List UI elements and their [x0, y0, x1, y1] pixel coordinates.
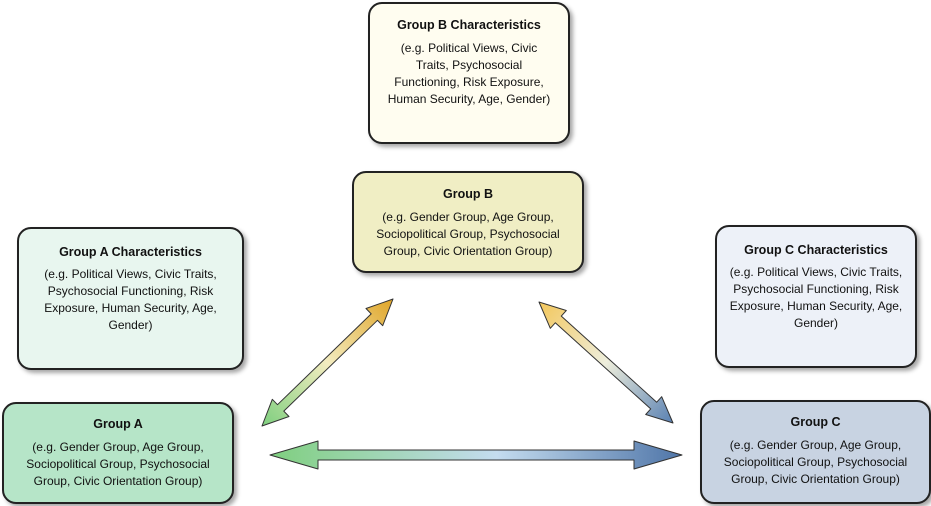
- group-c-title: Group C: [790, 415, 841, 429]
- group-c-characteristics-title: Group C Characteristics: [744, 243, 888, 257]
- arrow-b-c: [538, 301, 674, 424]
- group-b-characteristics-description: (e.g. Political Views, Civic Traits, Psy…: [387, 41, 551, 106]
- group-b-box: Group B (e.g. Gender Group, Age Group, S…: [352, 171, 584, 273]
- group-a-description: (e.g. Gender Group, Age Group, Sociopoli…: [26, 440, 210, 488]
- group-c-box: Group C (e.g. Gender Group, Age Group, S…: [700, 400, 931, 504]
- arrow-a-c: [269, 440, 683, 470]
- arrow-a-b: [261, 298, 394, 427]
- group-a-title: Group A: [93, 417, 143, 431]
- group-a-box: Group A (e.g. Gender Group, Age Group, S…: [2, 402, 234, 504]
- group-c-description: (e.g. Gender Group, Age Group, Sociopoli…: [723, 438, 908, 486]
- group-a-characteristics-box: Group A Characteristics (e.g. Political …: [17, 227, 244, 370]
- group-a-characteristics-description: (e.g. Political Views, Civic Traits, Psy…: [44, 267, 217, 332]
- group-a-characteristics-title: Group A Characteristics: [59, 245, 202, 259]
- group-b-characteristics-box: Group B Characteristics (e.g. Political …: [368, 2, 570, 144]
- group-b-characteristics-title: Group B Characteristics: [397, 18, 541, 32]
- group-b-description: (e.g. Gender Group, Age Group, Sociopoli…: [376, 210, 560, 258]
- group-b-title: Group B: [443, 187, 493, 201]
- group-c-characteristics-description: (e.g. Political Views, Civic Traits, Psy…: [729, 265, 903, 330]
- group-c-characteristics-box: Group C Characteristics (e.g. Political …: [715, 225, 917, 368]
